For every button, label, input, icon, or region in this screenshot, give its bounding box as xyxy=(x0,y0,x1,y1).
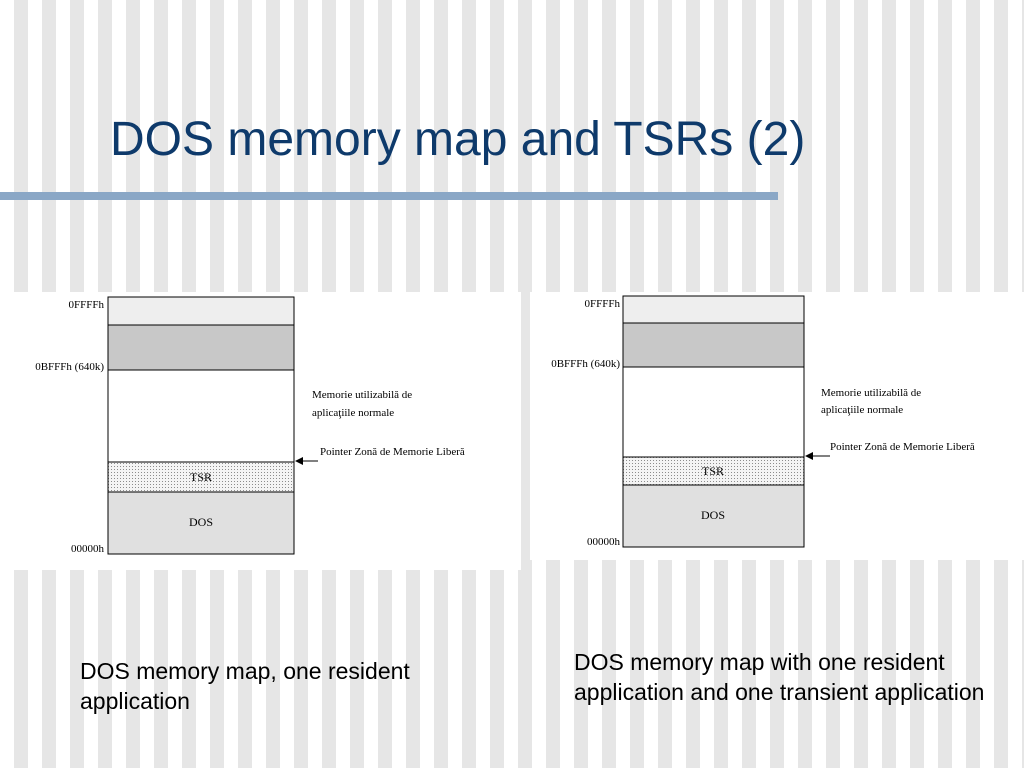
segment-free-memory xyxy=(107,369,295,463)
segment-tsr-label: TSR xyxy=(190,470,212,484)
segment-dos-label: DOS xyxy=(189,515,213,529)
segment-high xyxy=(107,296,295,326)
segment-reserved xyxy=(622,322,805,368)
segment-tsr-label: TSR xyxy=(702,464,724,478)
segment-dos xyxy=(622,484,805,548)
segment-high xyxy=(622,295,805,324)
segment-free-memory xyxy=(622,366,805,458)
address-640k: 0BFFFh (640k) xyxy=(551,358,620,370)
segment-dos xyxy=(107,491,295,555)
memory-map-svg-right: 0FFFFh 0BFFFh (640k) 00000h TSR DOS Memo… xyxy=(551,295,975,548)
free-pointer-label: Pointer Zonă de Memorie Liberă xyxy=(320,446,465,458)
slide-title: DOS memory map and TSRs (2) xyxy=(110,113,806,166)
title-underline xyxy=(0,192,778,200)
segment-tsr xyxy=(107,461,295,493)
segment-reserved xyxy=(107,324,295,371)
memory-map-diagram-left: 0FFFFh 0BFFFh (640k) 00000h TSR DOS Memo… xyxy=(0,292,521,570)
free-memory-note-line1: Memorie utilizabilă de xyxy=(821,387,921,399)
caption-right: DOS memory map with one resident applica… xyxy=(574,649,985,705)
caption-left: DOS memory map, one resident application xyxy=(80,658,410,714)
free-pointer-label: Pointer Zonă de Memorie Liberă xyxy=(830,441,975,453)
address-bottom: 00000h xyxy=(587,536,621,548)
free-memory-note-line1: Memorie utilizabilă de xyxy=(312,389,412,401)
address-640k: 0BFFFh (640k) xyxy=(35,361,104,373)
address-top: 0FFFFh xyxy=(585,298,621,310)
memory-map-svg-left: 0FFFFh 0BFFFh (640k) 00000h TSR DOS Memo… xyxy=(35,296,465,555)
free-memory-note-line2: aplicaţiile normale xyxy=(312,407,394,419)
segment-dos-label: DOS xyxy=(701,508,725,522)
free-memory-note-line2: aplicaţiile normale xyxy=(821,404,903,416)
address-top: 0FFFFh xyxy=(69,299,105,311)
address-bottom: 00000h xyxy=(71,543,105,555)
memory-map-diagram-right: 0FFFFh 0BFFFh (640k) 00000h TSR DOS Memo… xyxy=(530,292,1024,560)
